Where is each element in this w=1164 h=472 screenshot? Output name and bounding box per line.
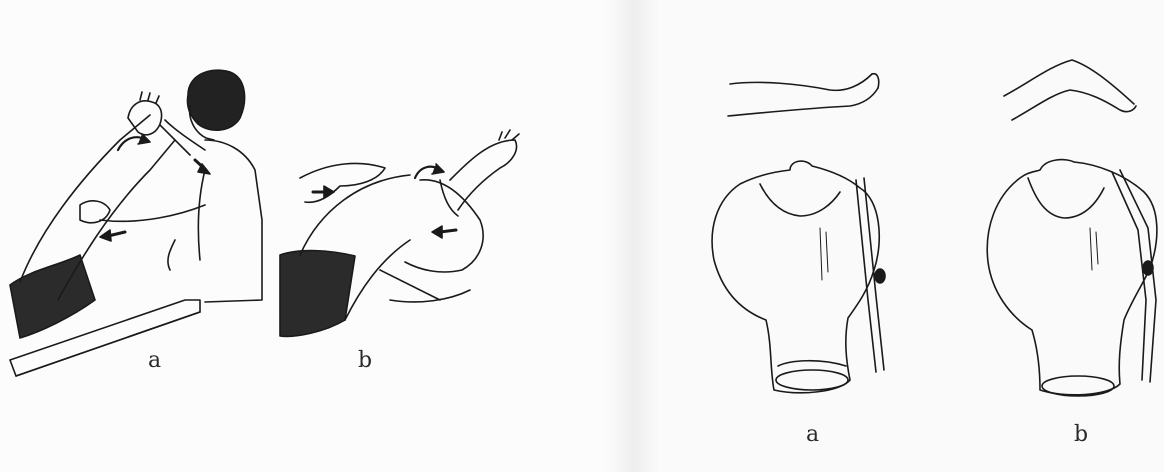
patella-knob-b	[1143, 261, 1153, 275]
tendon-band-b	[1112, 172, 1146, 380]
bent-leg-bottom	[1012, 90, 1136, 120]
straight-leg-bottom	[728, 88, 878, 116]
femur-shaft-cut-a	[776, 370, 848, 390]
patient-thigh-shaded	[10, 255, 95, 338]
right-panel-a-drawing	[712, 74, 885, 393]
therapist-shirt	[205, 140, 262, 302]
trochlear-groove-a	[760, 184, 840, 216]
straight-leg-top	[730, 74, 872, 90]
therapist-arm-lower	[100, 205, 205, 221]
panel-b-foot	[450, 140, 517, 210]
panel-a-knee-flexion-drawing	[10, 70, 262, 376]
left-panel-b-label: b	[358, 350, 372, 372]
panel-b-thigh-shaded	[280, 251, 355, 337]
panel-b-hand-upper	[300, 163, 385, 202]
bent-leg-top	[1004, 60, 1134, 104]
tendon-band-a	[856, 180, 876, 372]
right-panel-b-drawing	[987, 60, 1157, 396]
patella-knob-a	[875, 269, 885, 283]
femur-outline-a	[712, 161, 879, 393]
panel-b-toes	[499, 130, 519, 140]
therapist-hair	[187, 70, 244, 130]
right-panel-b-label: b	[1074, 424, 1088, 446]
panel-b-hands-close-up-drawing	[280, 130, 519, 336]
therapist-hand-knee	[80, 201, 110, 223]
femur-shaft-cut-b	[1042, 376, 1114, 396]
trochlear-groove-b	[1028, 178, 1104, 218]
left-panel-a-label: a	[148, 350, 161, 372]
patient-leg-upper-line	[20, 115, 150, 282]
panel-b-leg-top	[300, 175, 410, 255]
right-panel-a-label: a	[806, 424, 819, 446]
